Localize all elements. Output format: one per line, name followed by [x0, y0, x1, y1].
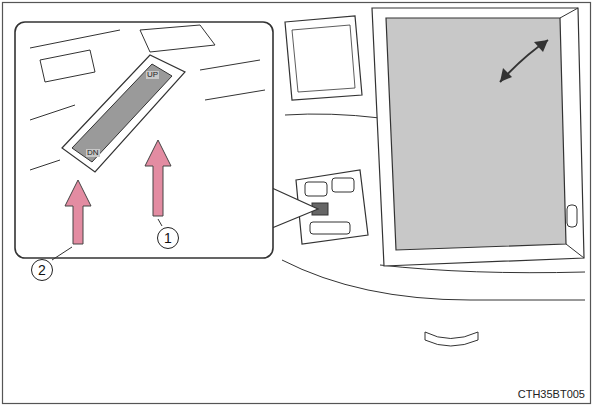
motion-arrow [500, 40, 548, 82]
console-detail [30, 30, 120, 82]
callout-number: 1 [157, 227, 179, 249]
frame-edge [560, 8, 578, 18]
arrow-head [500, 68, 512, 82]
callout-text: 2 [38, 263, 46, 277]
console-detail [200, 60, 265, 100]
switch-label: DN [86, 149, 100, 157]
headliner-line [285, 114, 380, 118]
console-button [305, 182, 327, 196]
grab-handle [425, 332, 478, 346]
console-button [332, 178, 354, 192]
mirror-glass [292, 25, 355, 92]
inset-pointer [272, 188, 318, 228]
figure-code: CTH35BT005 [518, 389, 585, 400]
sunroof-frame [372, 8, 584, 266]
sunroof-glass [386, 18, 566, 250]
frame-edge [566, 244, 584, 258]
press-arrow [65, 180, 91, 244]
press-arrow [145, 140, 171, 216]
leader-line [52, 247, 72, 260]
switch-bezel [62, 55, 185, 172]
outer-frame [3, 3, 591, 404]
leader-line [158, 219, 162, 226]
inset-frame [15, 22, 273, 258]
console-detail [140, 25, 215, 52]
callout-number: 2 [31, 259, 53, 281]
console-detail [30, 105, 75, 170]
headliner-line [282, 260, 585, 300]
rear-view-mirror [285, 16, 362, 100]
switch-label: UP [146, 71, 159, 79]
headliner-line [380, 265, 585, 273]
callout-text: 1 [164, 231, 172, 245]
latch [567, 205, 577, 227]
arrow-head [534, 40, 548, 52]
map-light [310, 222, 350, 234]
